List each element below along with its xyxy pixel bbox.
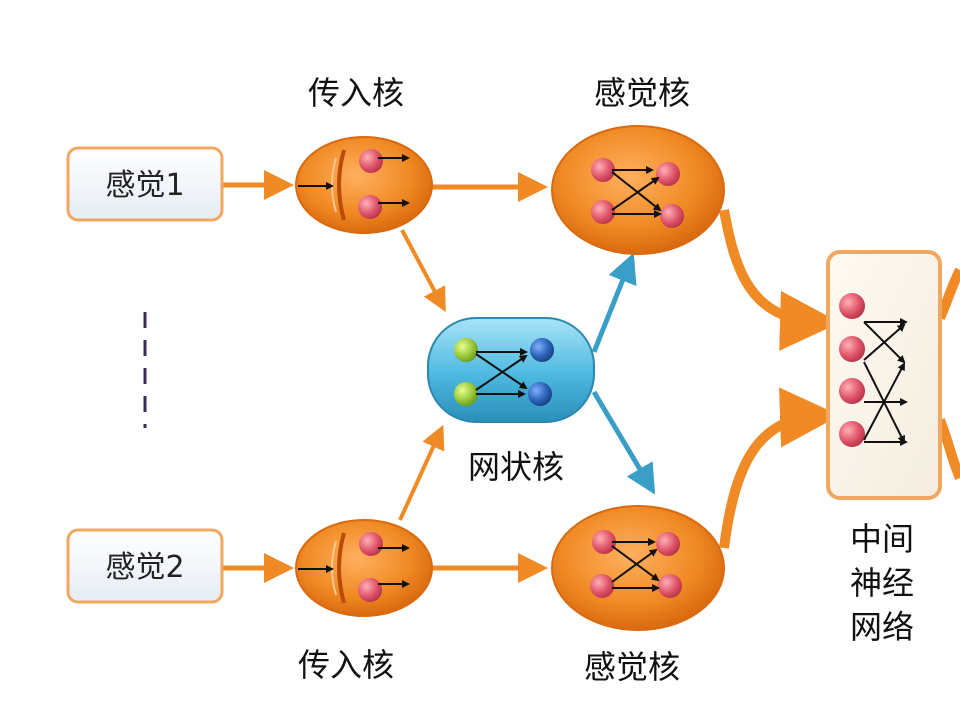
network-label-line2: 神经 bbox=[850, 564, 914, 602]
intermediate-network-panel bbox=[826, 250, 942, 500]
neuron-red bbox=[592, 530, 616, 554]
neuron-red bbox=[358, 195, 382, 219]
neuron-red bbox=[656, 162, 680, 186]
neuron-blue bbox=[528, 382, 552, 406]
arrow-reticular-to-sensory-bottom bbox=[591, 390, 656, 495]
neuron-red bbox=[358, 578, 382, 602]
reticular-nucleus bbox=[427, 317, 595, 423]
afferent-top-label: 传入核 bbox=[308, 74, 404, 112]
sense1-box: 感觉1 bbox=[66, 146, 224, 222]
sensory-nucleus-bottom bbox=[551, 505, 725, 631]
neuron-red bbox=[839, 336, 865, 362]
arrow-afferent-top-to-reticular bbox=[400, 229, 446, 313]
neuron-red bbox=[658, 574, 682, 598]
arrow-sensory-bottom-to-network bbox=[719, 387, 840, 549]
neuron-blue bbox=[530, 338, 554, 362]
afferent-nucleus-bottom bbox=[295, 519, 433, 617]
afferent-nucleus-top bbox=[295, 136, 433, 234]
neuron-red bbox=[591, 200, 615, 224]
neuron-red bbox=[591, 158, 615, 182]
neuron-red bbox=[359, 149, 383, 173]
neuron-red bbox=[839, 421, 865, 447]
neuron-red bbox=[660, 204, 684, 228]
arrow-afferent-bottom-to-reticular bbox=[398, 424, 445, 521]
sense2-label: 感觉2 bbox=[105, 550, 184, 585]
arrow-reticular-to-sensory-top bbox=[591, 252, 637, 353]
arrow-sensory-top-to-network bbox=[719, 209, 840, 351]
sensory-top-label: 感觉核 bbox=[594, 74, 690, 112]
reticular-label: 网状核 bbox=[468, 448, 564, 486]
sense2-box: 感觉2 bbox=[66, 528, 224, 604]
arrow-network-out-top bbox=[935, 267, 960, 321]
sense1-label: 感觉1 bbox=[105, 168, 184, 203]
arrow-network-out-bottom bbox=[935, 418, 960, 481]
neuron-green bbox=[454, 338, 478, 362]
neuron-red bbox=[839, 378, 865, 404]
neuron-red bbox=[590, 574, 614, 598]
neuron-red bbox=[839, 293, 865, 319]
sensory-bottom-label: 感觉核 bbox=[584, 648, 680, 686]
afferent-bottom-label: 传入核 bbox=[298, 646, 394, 684]
neuron-red bbox=[359, 532, 383, 556]
neuron-red bbox=[656, 532, 680, 556]
network-label-line3: 网络 bbox=[850, 608, 914, 646]
network-label-line1: 中间 bbox=[850, 520, 914, 558]
sensory-nucleus-top bbox=[551, 125, 725, 255]
neuron-green bbox=[454, 382, 478, 406]
